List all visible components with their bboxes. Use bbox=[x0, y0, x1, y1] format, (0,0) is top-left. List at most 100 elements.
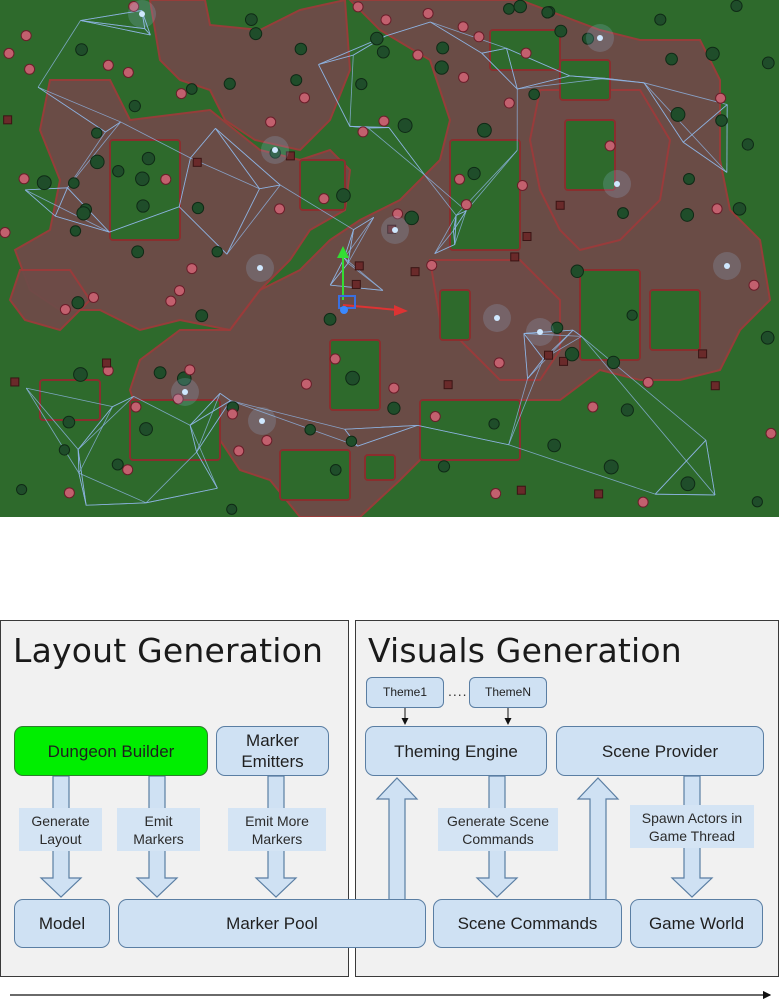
bush-tree bbox=[111, 458, 124, 471]
grass-island-4 bbox=[564, 119, 616, 191]
pink-bush bbox=[88, 291, 100, 303]
light-icon bbox=[272, 147, 278, 153]
navmesh-edge bbox=[24, 189, 56, 217]
bush-tree bbox=[176, 371, 192, 386]
bush-tree bbox=[71, 296, 85, 310]
navmesh-edge bbox=[434, 244, 455, 254]
bush-tree bbox=[547, 438, 561, 453]
navmesh-edge bbox=[280, 184, 354, 230]
grass-island-11 bbox=[364, 454, 396, 481]
bush-tree bbox=[467, 166, 481, 181]
bush-tree bbox=[76, 206, 91, 221]
navmesh-edge bbox=[454, 210, 467, 245]
navmesh-edge bbox=[109, 206, 180, 233]
pink-bush bbox=[172, 393, 184, 405]
tree-stump bbox=[594, 489, 604, 499]
navmesh-edge bbox=[349, 55, 354, 127]
grass-island-13 bbox=[39, 379, 101, 421]
bush-tree bbox=[397, 118, 413, 133]
pink-bush bbox=[711, 203, 723, 215]
bush-tree bbox=[665, 52, 678, 66]
bush-tree bbox=[211, 245, 223, 258]
pink-bush bbox=[0, 227, 11, 239]
navmesh-edge bbox=[77, 396, 134, 450]
navmesh-edge bbox=[643, 82, 684, 143]
gizmo-x-axis bbox=[342, 304, 399, 311]
grass-island-1 bbox=[109, 139, 181, 241]
bush-tree bbox=[654, 13, 667, 26]
dungeon-floor-layer bbox=[8, 0, 772, 517]
navmesh-edge bbox=[318, 54, 354, 65]
bush-tree bbox=[715, 114, 728, 127]
bush-tree bbox=[139, 422, 153, 436]
pink-bush bbox=[233, 445, 245, 457]
navmesh-edge bbox=[190, 157, 260, 190]
pink-bush bbox=[493, 357, 505, 369]
pink-bush bbox=[457, 21, 469, 33]
navmesh-edge bbox=[523, 333, 582, 337]
pink-bush bbox=[426, 259, 438, 271]
tree-stump bbox=[698, 349, 708, 359]
gizmo-z-handle bbox=[340, 306, 348, 314]
gizmo-y-arrow bbox=[337, 246, 349, 258]
pink-bush bbox=[412, 49, 424, 61]
grass-island-3 bbox=[449, 139, 521, 251]
tree-stump bbox=[354, 261, 364, 271]
tree-stump bbox=[285, 151, 295, 161]
bush-tree bbox=[244, 13, 258, 27]
navmesh-edge bbox=[146, 487, 218, 504]
bush-tree bbox=[135, 171, 150, 187]
navmesh-edge bbox=[434, 230, 454, 254]
navmesh-edge bbox=[424, 174, 467, 212]
scene-commands-box: Scene Commands bbox=[433, 899, 622, 948]
pink-bush bbox=[422, 7, 434, 19]
bush-tree bbox=[761, 56, 775, 70]
bush-tree bbox=[69, 225, 82, 237]
navmesh-edge bbox=[86, 502, 147, 506]
pink-bush bbox=[715, 92, 727, 104]
pink-bush bbox=[357, 126, 369, 138]
pink-bush bbox=[458, 71, 470, 83]
navmesh-edge bbox=[230, 400, 358, 447]
pink-bush bbox=[642, 376, 654, 388]
bush-tree bbox=[249, 27, 263, 41]
bush-tree bbox=[732, 202, 747, 216]
navmesh-edge bbox=[80, 20, 151, 36]
bush-tree bbox=[528, 88, 540, 101]
navmesh-edge bbox=[434, 215, 457, 254]
bush-tree bbox=[387, 401, 401, 415]
light-icon bbox=[139, 11, 145, 17]
pink-bush bbox=[122, 464, 134, 476]
pink-bush bbox=[392, 208, 404, 220]
bush-tree bbox=[223, 77, 236, 90]
navmesh-edge bbox=[25, 189, 110, 233]
navmesh-edge bbox=[343, 257, 349, 264]
navmesh-edge bbox=[430, 21, 507, 49]
navmesh-edge bbox=[226, 184, 281, 255]
navmesh-edge bbox=[456, 210, 467, 216]
navmesh-edge bbox=[517, 75, 570, 90]
bush-tree bbox=[16, 483, 28, 496]
bush-tree bbox=[670, 107, 686, 122]
navmesh-edge bbox=[25, 387, 79, 450]
tree-stump bbox=[510, 252, 520, 262]
pink-bush bbox=[765, 427, 777, 439]
navmesh-edge bbox=[508, 378, 528, 445]
tree-stump bbox=[522, 232, 532, 242]
pink-bush bbox=[352, 1, 364, 13]
tree-stump bbox=[544, 350, 554, 360]
pink-bush bbox=[160, 173, 172, 185]
tree-stump bbox=[3, 115, 13, 125]
bush-tree bbox=[91, 127, 103, 139]
bush-tree bbox=[751, 496, 763, 508]
navmesh-edge bbox=[78, 473, 87, 506]
emit-markers-note: Emit Markers bbox=[117, 808, 200, 851]
navmesh-edge bbox=[189, 425, 218, 489]
navmesh-edge bbox=[481, 47, 507, 54]
navmesh-edge bbox=[105, 121, 121, 133]
floor-region-1 bbox=[148, 0, 352, 152]
pink-bush bbox=[128, 1, 140, 13]
navmesh-edge bbox=[144, 28, 151, 36]
navmesh-edge bbox=[215, 128, 281, 186]
bush-tree bbox=[153, 366, 167, 380]
